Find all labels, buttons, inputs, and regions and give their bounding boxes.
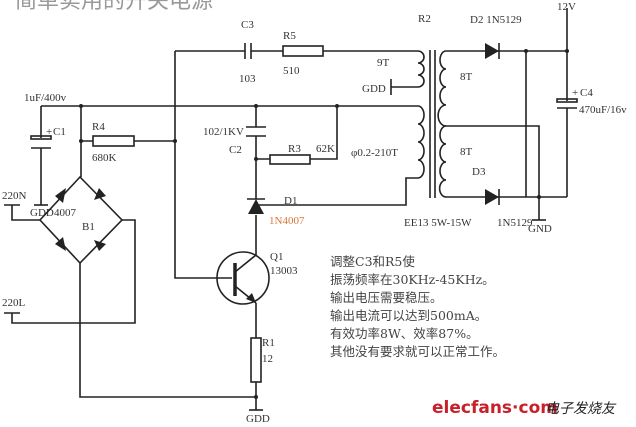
gdd-label-c1: GDD xyxy=(30,207,54,219)
winding-9t-label: 9T xyxy=(377,57,390,69)
transformer-r2: R2 9T φ0.2-210T 8T 8T EE13 5W-15W xyxy=(351,13,473,229)
capacitor-c4: + C4 470uF/16v xyxy=(556,87,627,116)
c3-label: C3 xyxy=(241,19,254,31)
note-line: 调整C3和R5使 xyxy=(330,254,415,269)
capacitor-c2: 102/1KV C2 xyxy=(203,126,266,156)
capacitor-c1: + C1 1uF/400v GDD xyxy=(24,92,67,219)
12v-label: 12V xyxy=(557,1,576,13)
diagram-title: 简单实用的开关电源 xyxy=(15,0,213,14)
gdd-label-bottom: GDD xyxy=(246,413,270,425)
c2-value: 102/1KV xyxy=(203,126,244,138)
gnd-label: GND xyxy=(528,223,552,235)
r5-value: 510 xyxy=(283,65,300,77)
resistor-r5: R5 510 xyxy=(282,30,324,77)
notes-block: 调整C3和R5使 振荡频率在30KHz-45KHz。 输出电压需要稳压。 输出电… xyxy=(330,254,505,359)
plus-sign-c1: + xyxy=(46,126,52,138)
r4-label: R4 xyxy=(92,121,105,133)
d1-label: D1 xyxy=(284,195,297,207)
c4-label: C4 xyxy=(580,87,593,99)
winding-210t-label: φ0.2-210T xyxy=(351,147,398,159)
r3-value: 62K xyxy=(316,143,335,155)
c3-value: 103 xyxy=(239,73,256,85)
junction-dots xyxy=(79,49,569,399)
note-line: 有效功率8W、效率87%。 xyxy=(330,326,479,341)
transistor-q1: Q1 13003 xyxy=(216,251,298,305)
ac-terminals xyxy=(4,204,20,314)
c2-label: C2 xyxy=(229,144,242,156)
q1-value: 13003 xyxy=(270,265,298,277)
r3-label: R3 xyxy=(288,143,301,155)
c1-value: 1uF/400v xyxy=(24,92,67,104)
resistor-r4: R4 680K xyxy=(92,121,135,164)
diode-d3: D3 1N5129 xyxy=(472,166,533,229)
r5-label: R5 xyxy=(283,30,296,42)
c1-label: C1 xyxy=(53,126,66,138)
note-line: 输出电压需要稳压。 xyxy=(330,290,443,305)
c4-value: 470uF/16v xyxy=(579,104,627,116)
transformer-label: R2 xyxy=(418,13,431,25)
gdd-label-top: GDD xyxy=(362,83,386,95)
winding-8t-top-label: 8T xyxy=(460,71,473,83)
note-line: 输出电流可以达到500mA。 xyxy=(330,308,487,323)
d2-label: D2 1N5129 xyxy=(470,14,522,26)
b1-value: 4007 xyxy=(54,207,77,219)
resistor-r3: R3 62K xyxy=(269,143,335,165)
d3-label: D3 xyxy=(472,166,486,178)
d3-value: 1N5129 xyxy=(497,217,533,229)
resistor-r1: R1 12 xyxy=(250,337,275,383)
note-line: 其他没有要求就可以正常工作。 xyxy=(330,344,505,359)
d1-value: 1N4007 xyxy=(269,215,305,227)
ac-l-label: 220L xyxy=(2,297,26,309)
diode-d2: D2 1N5129 xyxy=(470,14,522,59)
bridge-rectifier-b1: 4007 B1 xyxy=(38,175,124,265)
watermark-brand: elecfans·com xyxy=(432,398,558,418)
r1-value: 12 xyxy=(262,353,273,365)
note-line: 振荡频率在30KHz-45KHz。 xyxy=(330,272,495,287)
plus-sign-c4: + xyxy=(572,87,578,99)
diode-d1: D1 1N4007 xyxy=(247,195,305,227)
q1-label: Q1 xyxy=(270,251,283,263)
ac-n-label: 220N xyxy=(2,190,27,202)
winding-8t-bottom-label: 8T xyxy=(460,146,473,158)
wires xyxy=(11,8,568,410)
r1-label: R1 xyxy=(262,337,275,349)
core-label: EE13 5W-15W xyxy=(404,217,472,229)
watermark-cn: 电子发烧友 xyxy=(545,401,617,417)
b1-label: B1 xyxy=(82,221,95,233)
capacitor-c3: C3 103 xyxy=(239,19,256,85)
r4-value: 680K xyxy=(92,152,117,164)
